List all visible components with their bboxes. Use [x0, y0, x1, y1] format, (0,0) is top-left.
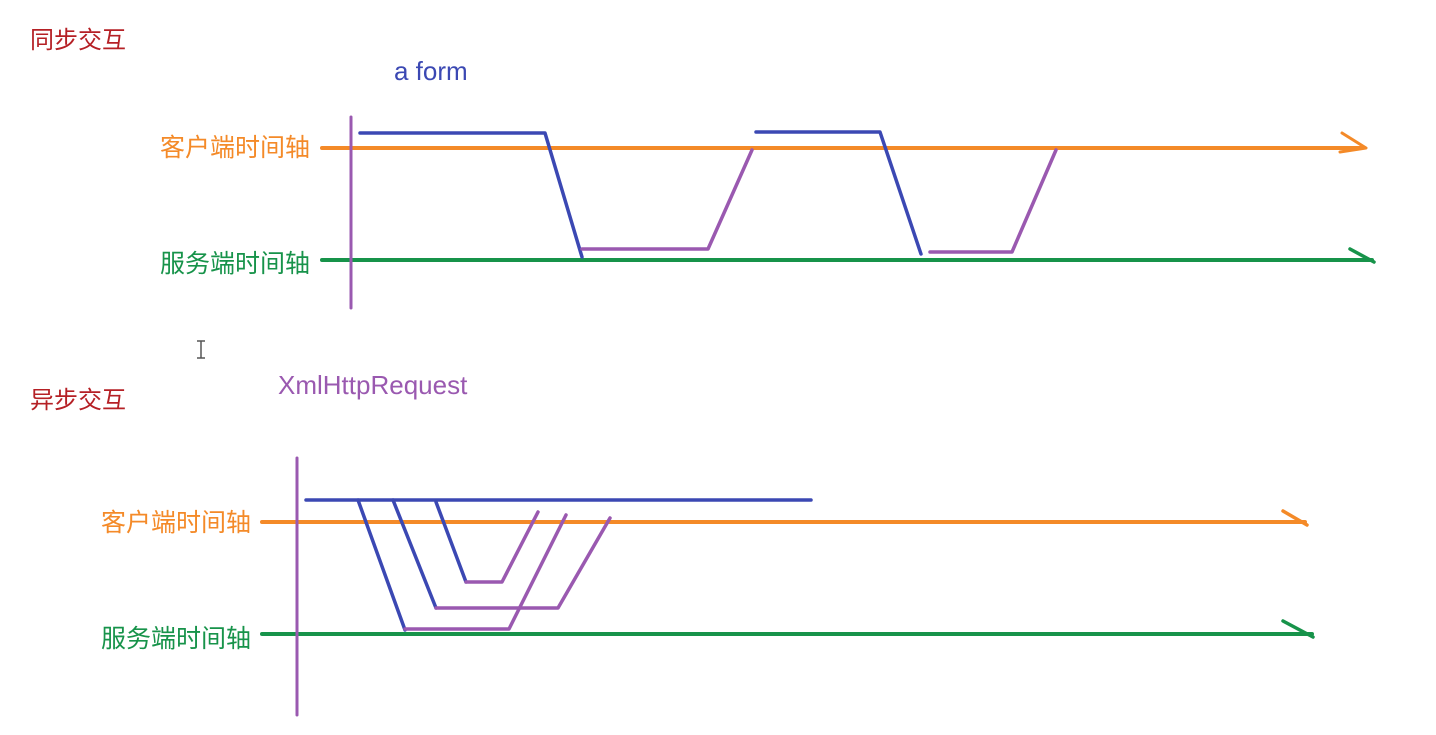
async-request-2: [391, 498, 438, 610]
sync-client-arrowhead: [1338, 131, 1368, 154]
async-response-2: [434, 516, 612, 610]
text-cursor-icon: [197, 340, 205, 359]
sync-server-arrowhead: [1348, 247, 1376, 264]
async-section: 异步交互 XmlHttpRequest 客户端时间轴 服务端时间轴: [30, 370, 1315, 717]
sync-request-1: [358, 131, 584, 259]
async-response-1: [403, 513, 568, 631]
sync-server-axis-label: 服务端时间轴: [160, 249, 310, 278]
async-response-3: [464, 510, 540, 584]
sync-subtitle: a form: [394, 56, 468, 86]
sync-title: 同步交互: [30, 26, 126, 54]
sync-section: 同步交互 a form 客户端时间轴 服务端时间轴: [30, 26, 1376, 310]
sync-request-2: [754, 130, 923, 256]
async-subtitle: XmlHttpRequest: [278, 370, 468, 400]
async-server-arrowhead: [1281, 619, 1315, 639]
async-client-arrowhead: [1281, 509, 1309, 527]
async-server-axis-label: 服务端时间轴: [101, 624, 251, 653]
sync-client-axis-label: 客户端时间轴: [160, 133, 310, 162]
async-request-3: [434, 500, 468, 584]
sync-response-1: [580, 148, 754, 251]
async-client-axis-label: 客户端时间轴: [101, 508, 251, 537]
async-request-1: [356, 498, 407, 632]
async-title: 异步交互: [30, 386, 126, 414]
sync-response-2: [928, 148, 1058, 254]
